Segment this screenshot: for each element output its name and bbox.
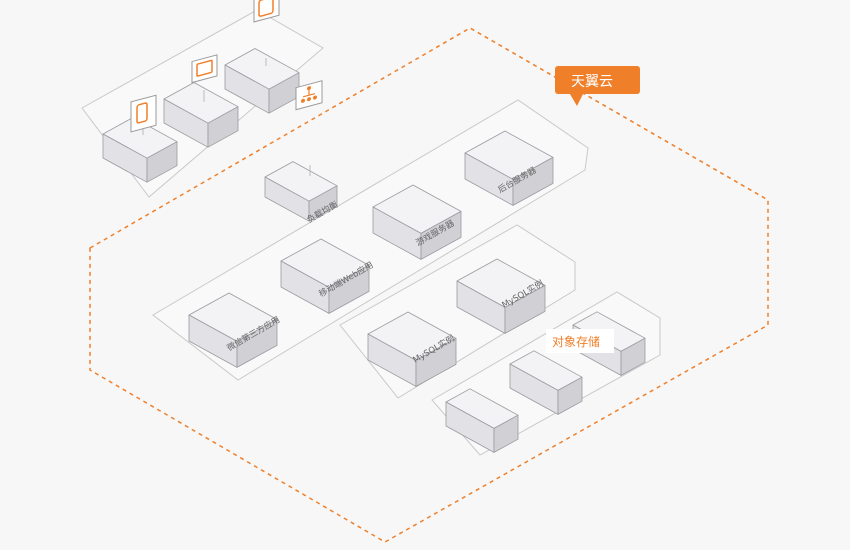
cloud-boundary xyxy=(89,27,769,543)
mysql-box-1 xyxy=(456,258,546,334)
app-tier-boxes xyxy=(188,130,554,368)
monitor-device-box xyxy=(163,82,239,148)
backend-server-box xyxy=(464,130,554,206)
object-storage-label: 对象存储 xyxy=(552,334,600,349)
storage-box-3 xyxy=(445,388,519,453)
network-icon xyxy=(295,80,323,176)
mobile-web-box xyxy=(280,238,370,314)
storage-box-2 xyxy=(509,350,583,415)
load-balancer-box xyxy=(264,161,338,222)
client-device-boxes xyxy=(102,48,300,183)
tablet-device-box xyxy=(224,48,300,114)
cloud-badge: 天翼云 xyxy=(555,66,640,106)
phone-icon xyxy=(130,94,157,135)
wechat-app-box xyxy=(188,292,278,368)
tablet-icon xyxy=(253,0,280,66)
mysql-box-2 xyxy=(367,311,457,387)
object-storage-tag: 对象存储 xyxy=(546,329,614,353)
cloud-label: 天翼云 xyxy=(571,74,613,90)
phone-device-box xyxy=(102,117,178,183)
database-boxes xyxy=(367,258,546,387)
game-server-box xyxy=(372,184,462,260)
monitor-icon xyxy=(191,54,218,102)
